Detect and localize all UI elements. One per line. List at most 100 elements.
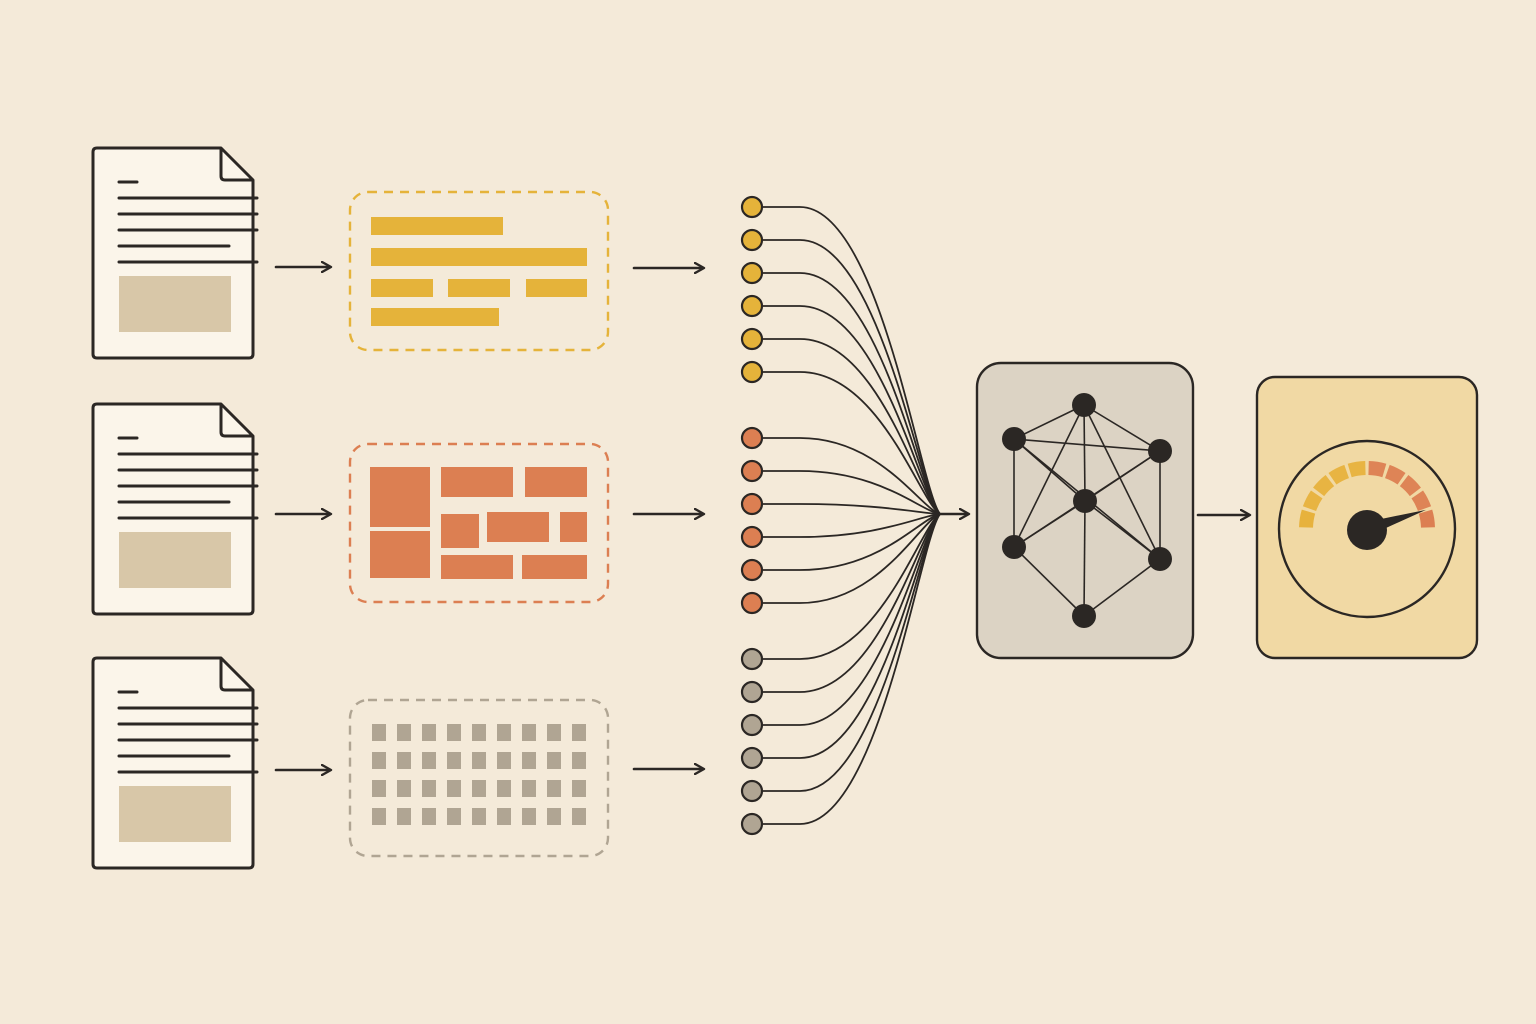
input-node-icon [740, 195, 764, 219]
model-panel [975, 361, 1195, 660]
gauge-segment [1385, 464, 1406, 485]
text-feature-bar [448, 279, 510, 297]
network-edge [1013, 546, 1085, 617]
gauge-dial [1277, 439, 1457, 619]
document-column [91, 146, 259, 870]
gauge-hub [1347, 510, 1387, 550]
network-node [1072, 393, 1096, 417]
connection-line [762, 513, 941, 759]
grid-feature-cell [372, 808, 386, 825]
grid-feature-cell [447, 752, 461, 769]
document-icon [91, 402, 259, 616]
input-node-icon [740, 492, 764, 516]
grid-feature-cell [372, 724, 386, 741]
input-node-column [740, 195, 764, 836]
connection-line [762, 239, 941, 515]
grid-feature-cell [422, 808, 436, 825]
network-edge [1083, 404, 1161, 452]
text-lines-icon [348, 190, 610, 352]
connection-line [762, 338, 941, 515]
input-node-icon [740, 228, 764, 252]
grid-feature-cell [372, 752, 386, 769]
gauge-panel [1255, 375, 1479, 660]
gauge-segment [1302, 490, 1323, 511]
connection-line [762, 371, 941, 515]
grid-feature-cell [522, 808, 536, 825]
grid-feature-cell [497, 808, 511, 825]
layout-feature-block [441, 555, 513, 579]
input-node-icon [740, 812, 764, 836]
network-edge [1013, 438, 1161, 452]
document-icon [91, 146, 259, 360]
connection-line [762, 513, 941, 571]
input-node-icon [740, 525, 764, 549]
connection-line [762, 272, 941, 515]
text-feature-bar [526, 279, 587, 297]
input-node-icon [740, 426, 764, 450]
network-edge [1013, 500, 1086, 548]
input-node-icon [740, 261, 764, 285]
grid-feature-cell [547, 724, 561, 741]
input-node-icon [740, 360, 764, 384]
grid-feature-cell [397, 724, 411, 741]
grid-cells-icon [348, 698, 610, 858]
document-fold [219, 148, 253, 182]
document-image-block [119, 276, 231, 332]
feature-column [348, 190, 610, 858]
gauge-icon [1277, 439, 1457, 619]
layout-feature-block [560, 512, 587, 542]
input-node-icon [740, 746, 764, 770]
text-feature-bar [371, 217, 503, 235]
grid-feature-cell [472, 780, 486, 797]
document-image-block [119, 532, 231, 588]
text-feature-bar [371, 279, 433, 297]
input-node-icon [740, 680, 764, 704]
grid-feature-cell [447, 808, 461, 825]
gauge-segment [1347, 461, 1366, 478]
layout-feature-block [370, 467, 430, 527]
network-edge [1084, 500, 1161, 560]
grid-feature-cell [547, 808, 561, 825]
network-node [1148, 547, 1172, 571]
grid-feature-frame [348, 698, 610, 858]
document-icon [91, 656, 259, 870]
layout-feature-block [487, 512, 549, 542]
layout-feature-block [370, 531, 430, 578]
network-edge [1083, 558, 1161, 617]
gauge-segment [1299, 509, 1316, 528]
grid-feature-cell [497, 724, 511, 741]
network-graph-icon [1002, 393, 1172, 628]
gauge-segment [1313, 475, 1335, 497]
network-edge [1013, 404, 1085, 548]
layout-feature-block [522, 555, 587, 579]
network-node [1002, 427, 1026, 451]
text-feature-bar [371, 308, 499, 326]
grid-feature-cell [497, 780, 511, 797]
input-node-icon [740, 779, 764, 803]
grid-feature-cell [422, 724, 436, 741]
grid-feature-cell [522, 780, 536, 797]
connection-line [762, 513, 941, 693]
connection-line [762, 513, 941, 660]
input-node-icon [740, 591, 764, 615]
grid-feature-cell [547, 780, 561, 797]
gauge-segment [1418, 509, 1435, 528]
network-node [1002, 535, 1026, 559]
connection-line [762, 513, 941, 538]
input-node-icon [740, 327, 764, 351]
input-node-icon [740, 647, 764, 671]
connection-line [762, 513, 941, 604]
network-edge [1013, 404, 1085, 440]
layout-feature-block [525, 467, 587, 497]
gauge-segment [1411, 490, 1432, 511]
input-node-icon [740, 713, 764, 737]
grid-feature-cell [447, 780, 461, 797]
connection-line [762, 513, 941, 726]
text-feature-frame [348, 190, 610, 352]
connection-line [762, 470, 941, 515]
arrow-group-extract [274, 267, 330, 770]
network-edge [1083, 500, 1086, 617]
grid-feature-cell [522, 752, 536, 769]
connection-line [762, 437, 941, 515]
network-edge [1083, 404, 1161, 560]
